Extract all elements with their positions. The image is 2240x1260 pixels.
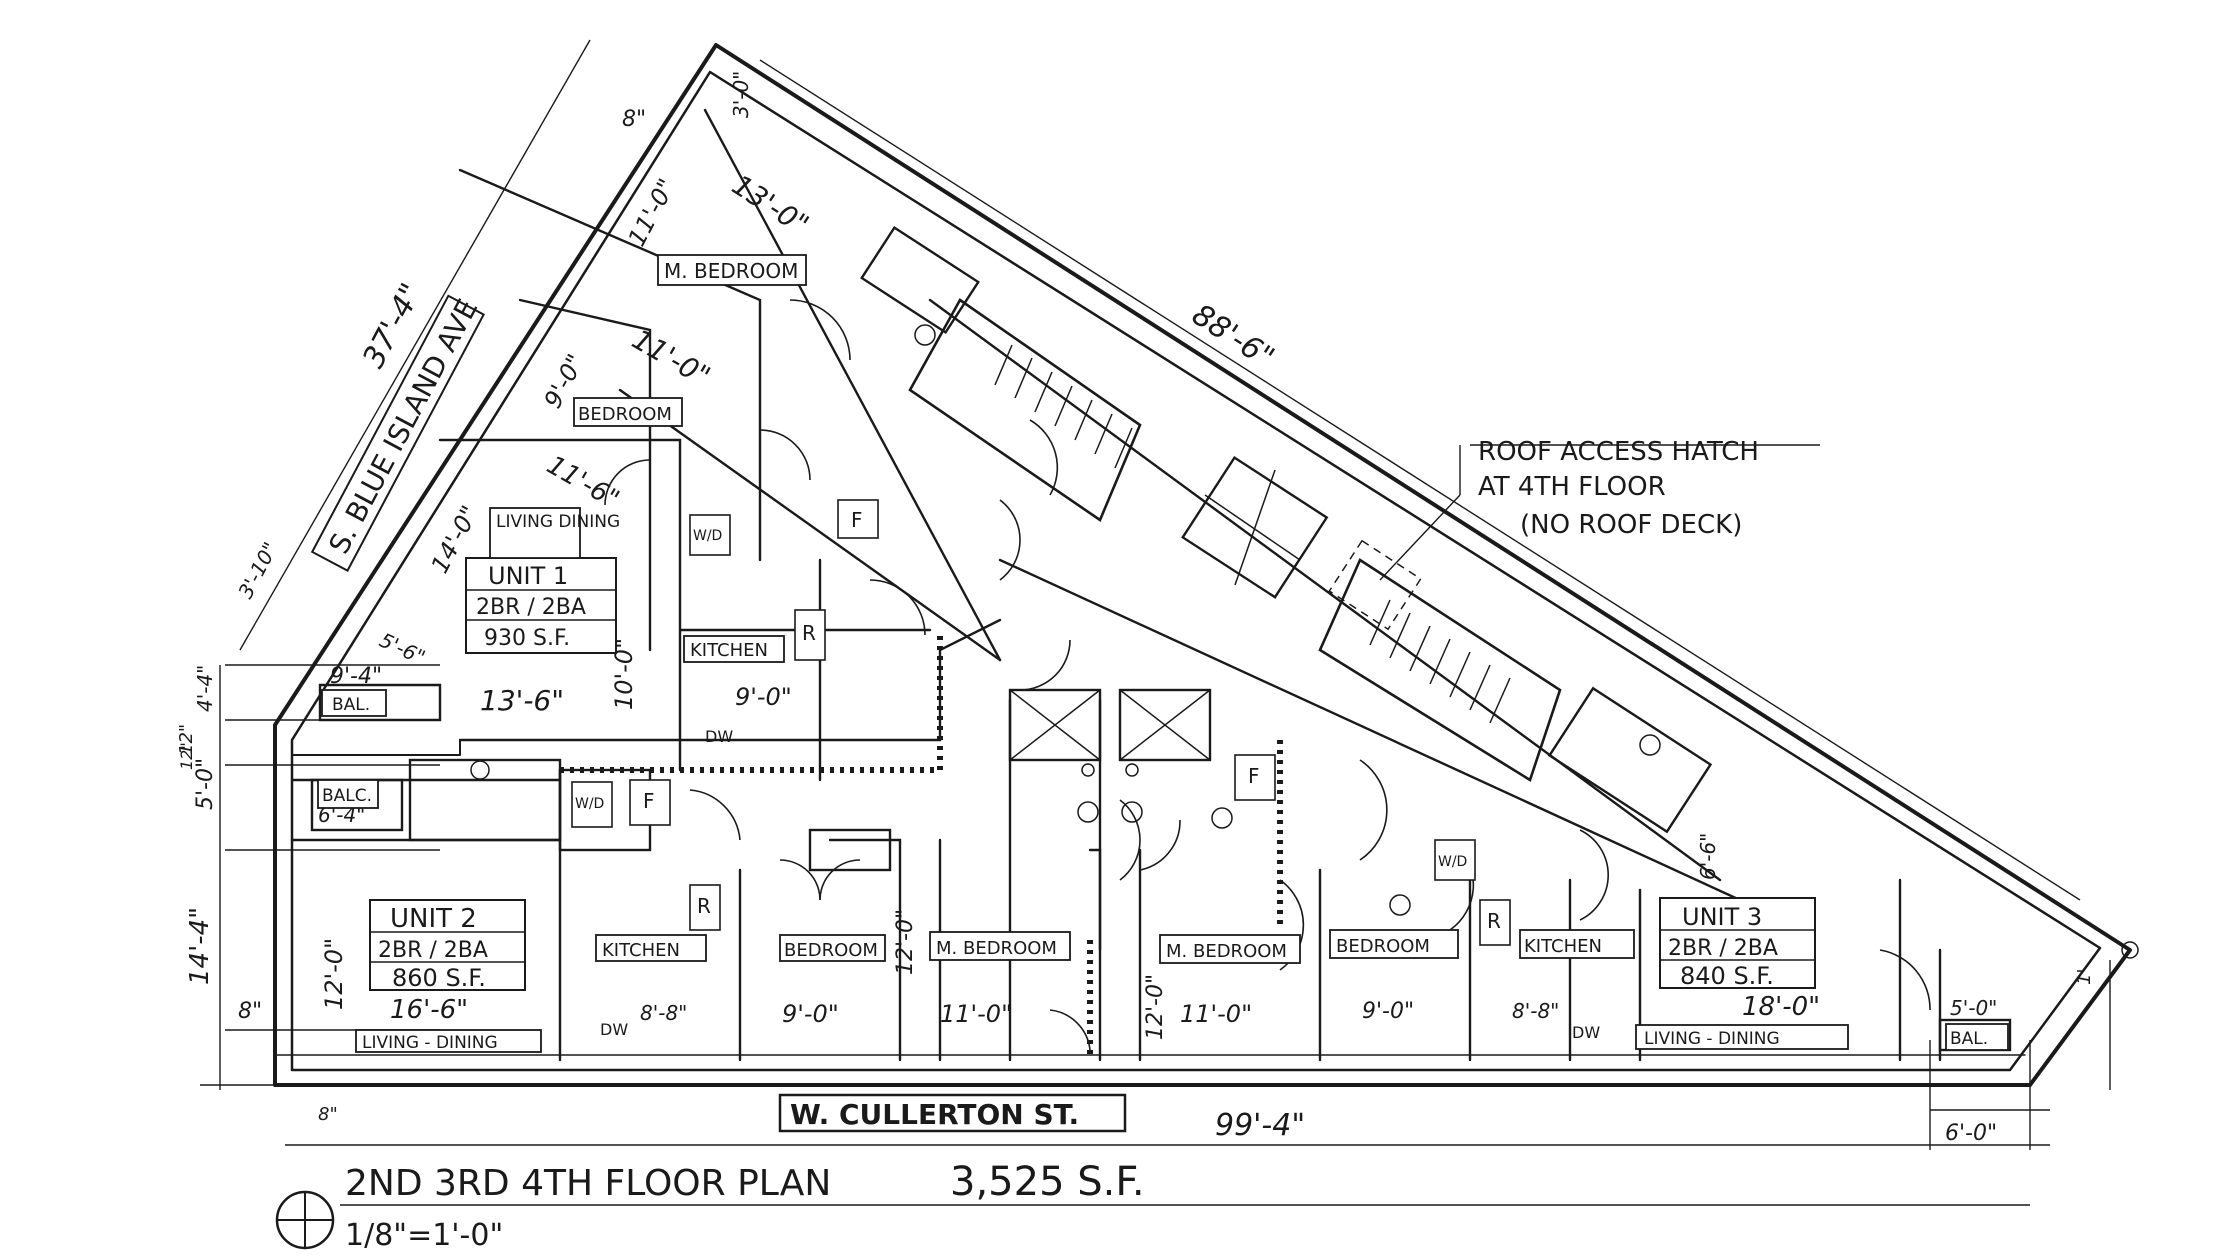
- roof-note-line3: (NO ROOF DECK): [1520, 510, 1742, 540]
- stair-treads: [994, 344, 1511, 724]
- unit-3-name: UNIT 3: [1682, 903, 1762, 931]
- dim-5-0: 5'-0": [193, 758, 218, 810]
- room-living-dining-u2: LIVING - DINING: [362, 1033, 498, 1053]
- roof-note-line1: ROOF ACCESS HATCH: [1478, 437, 1759, 467]
- unit-3-box: UNIT 3 2BR / 2BA 840 S.F.: [1659, 897, 1816, 990]
- unit-1-type: 2BR / 2BA: [476, 595, 586, 620]
- room-balc-u1: BAL.: [332, 695, 370, 715]
- fridge-label-3: F: [1248, 764, 1260, 788]
- dim-12-0-c: 12'-0": [1143, 974, 1168, 1040]
- dishwasher-label-3: DW: [1572, 1023, 1600, 1042]
- unit-2-type: 2BR / 2BA: [378, 938, 488, 963]
- washer-dryer-label-3: W/D: [1438, 854, 1467, 870]
- room-living-dining-u1: LIVING DINING: [496, 512, 620, 532]
- dim-6-6: 6'-6": [1696, 833, 1720, 880]
- dimension-lines: [200, 39, 2111, 1150]
- dim-8-bottom: 8": [318, 1104, 338, 1125]
- unit-2-area: 860 S.F.: [392, 964, 486, 992]
- dim-11-0-c: 11'-0": [940, 1000, 1012, 1028]
- range-label-2: R: [697, 894, 711, 918]
- dim-9-0-c: 9'-0": [782, 1000, 839, 1028]
- unit-1-area: 930 S.F.: [484, 626, 570, 651]
- title-scale: 1/8"=1'-0": [345, 1218, 503, 1253]
- plumbing-fixtures: [275, 324, 2139, 1250]
- roof-note-line2: AT 4TH FLOOR: [1478, 472, 1666, 502]
- room-m-bedroom-u2: M. BEDROOM: [936, 938, 1057, 959]
- dim-16-6: 16'-6": [390, 995, 468, 1025]
- appliance-labels: F W/D R DW F W/D R DW F W/D R DW: [571, 499, 1600, 1042]
- range-label-3: R: [1487, 909, 1501, 933]
- dim-99-4: 99'-4": [1215, 1108, 1305, 1143]
- dim-13-6: 13'-6": [480, 684, 564, 717]
- unit-2-name: UNIT 2: [390, 904, 477, 934]
- dim-6-0: 6'-0": [1945, 1121, 1997, 1146]
- dim-9-0-b: 9'-0": [735, 683, 792, 711]
- dim-8-top: 8": [622, 107, 646, 132]
- dim-12-0-a: 12'-0": [320, 938, 348, 1010]
- fridge-label-2: F: [643, 789, 655, 813]
- room-living-dining-u3: LIVING - DINING: [1644, 1029, 1780, 1049]
- room-bedroom-u1: BEDROOM: [578, 404, 672, 425]
- dim-8-left: 8": [238, 999, 262, 1024]
- dim-1-right: 1': [2074, 969, 2095, 985]
- title-block: 2ND 3RD 4TH FLOOR PLAN 3,525 S.F. 1/8"=1…: [340, 1159, 2030, 1253]
- dim-11-0-d: 11'-0": [1180, 1000, 1252, 1028]
- unit-1-box: UNIT 1 2BR / 2BA 930 S.F.: [465, 557, 617, 654]
- room-kitchen-u2: KITCHEN: [602, 940, 680, 961]
- dim-3-0: 3'-0": [729, 71, 753, 118]
- roof-note: ROOF ACCESS HATCH AT 4TH FLOOR (NO ROOF …: [1328, 437, 1759, 631]
- unit-1-name: UNIT 1: [488, 562, 568, 590]
- dim-18-0: 18'-0": [1742, 992, 1820, 1022]
- room-bedroom-u3: BEDROOM: [1336, 936, 1430, 957]
- street-cullerton: W. CULLERTON ST.: [790, 1098, 1079, 1131]
- fridge-label-1: F: [851, 508, 863, 532]
- unit-3-type: 2BR / 2BA: [1668, 936, 1778, 961]
- range-label-1: R: [802, 621, 816, 645]
- dim-12-a: 12": [176, 724, 197, 755]
- dim-4-4: 4'-4": [193, 665, 217, 712]
- room-kitchen-u1: KITCHEN: [690, 640, 768, 661]
- dim-14-4: 14'-4": [185, 907, 215, 985]
- elevator-shaft: [1009, 469, 1301, 761]
- dishwasher-label-2: DW: [600, 1020, 628, 1039]
- washer-dryer-label-2: W/D: [575, 796, 604, 812]
- dim-9-4: 9'-4": [330, 664, 382, 689]
- washer-dryer-label-1: W/D: [693, 528, 722, 544]
- title-floors: 2ND 3RD 4TH FLOOR PLAN: [345, 1163, 831, 1204]
- dim-12-b: 12": [177, 742, 196, 770]
- room-balc-u3: BAL.: [1950, 1029, 1988, 1049]
- room-bedroom-u2: BEDROOM: [784, 940, 878, 961]
- title-area: 3,525 S.F.: [950, 1159, 1145, 1205]
- dim-5-0-b: 5'-0": [1950, 996, 1997, 1020]
- dishwasher-label-1: DW: [705, 727, 733, 746]
- unit-2-box: UNIT 2 2BR / 2BA 860 S.F.: [369, 899, 526, 992]
- dim-9-0-d: 9'-0": [1362, 999, 1414, 1024]
- unit-3-area: 840 S.F.: [1680, 962, 1774, 990]
- room-m-bedroom-u3: M. BEDROOM: [1166, 941, 1287, 962]
- room-m-bedroom-u1: M. BEDROOM: [664, 259, 798, 283]
- room-balc-u2: BALC.: [322, 786, 372, 806]
- rated-walls: [560, 630, 1283, 1060]
- dim-12-0-b: 12'-0": [893, 909, 918, 975]
- dim-8-8-b: 8'-8": [1512, 999, 1559, 1023]
- room-labels: M. BEDROOM BEDROOM LIVING DINING KITCHEN…: [317, 254, 2009, 1053]
- room-kitchen-u3: KITCHEN: [1524, 936, 1602, 957]
- dim-8-8-a: 8'-8": [640, 1001, 687, 1025]
